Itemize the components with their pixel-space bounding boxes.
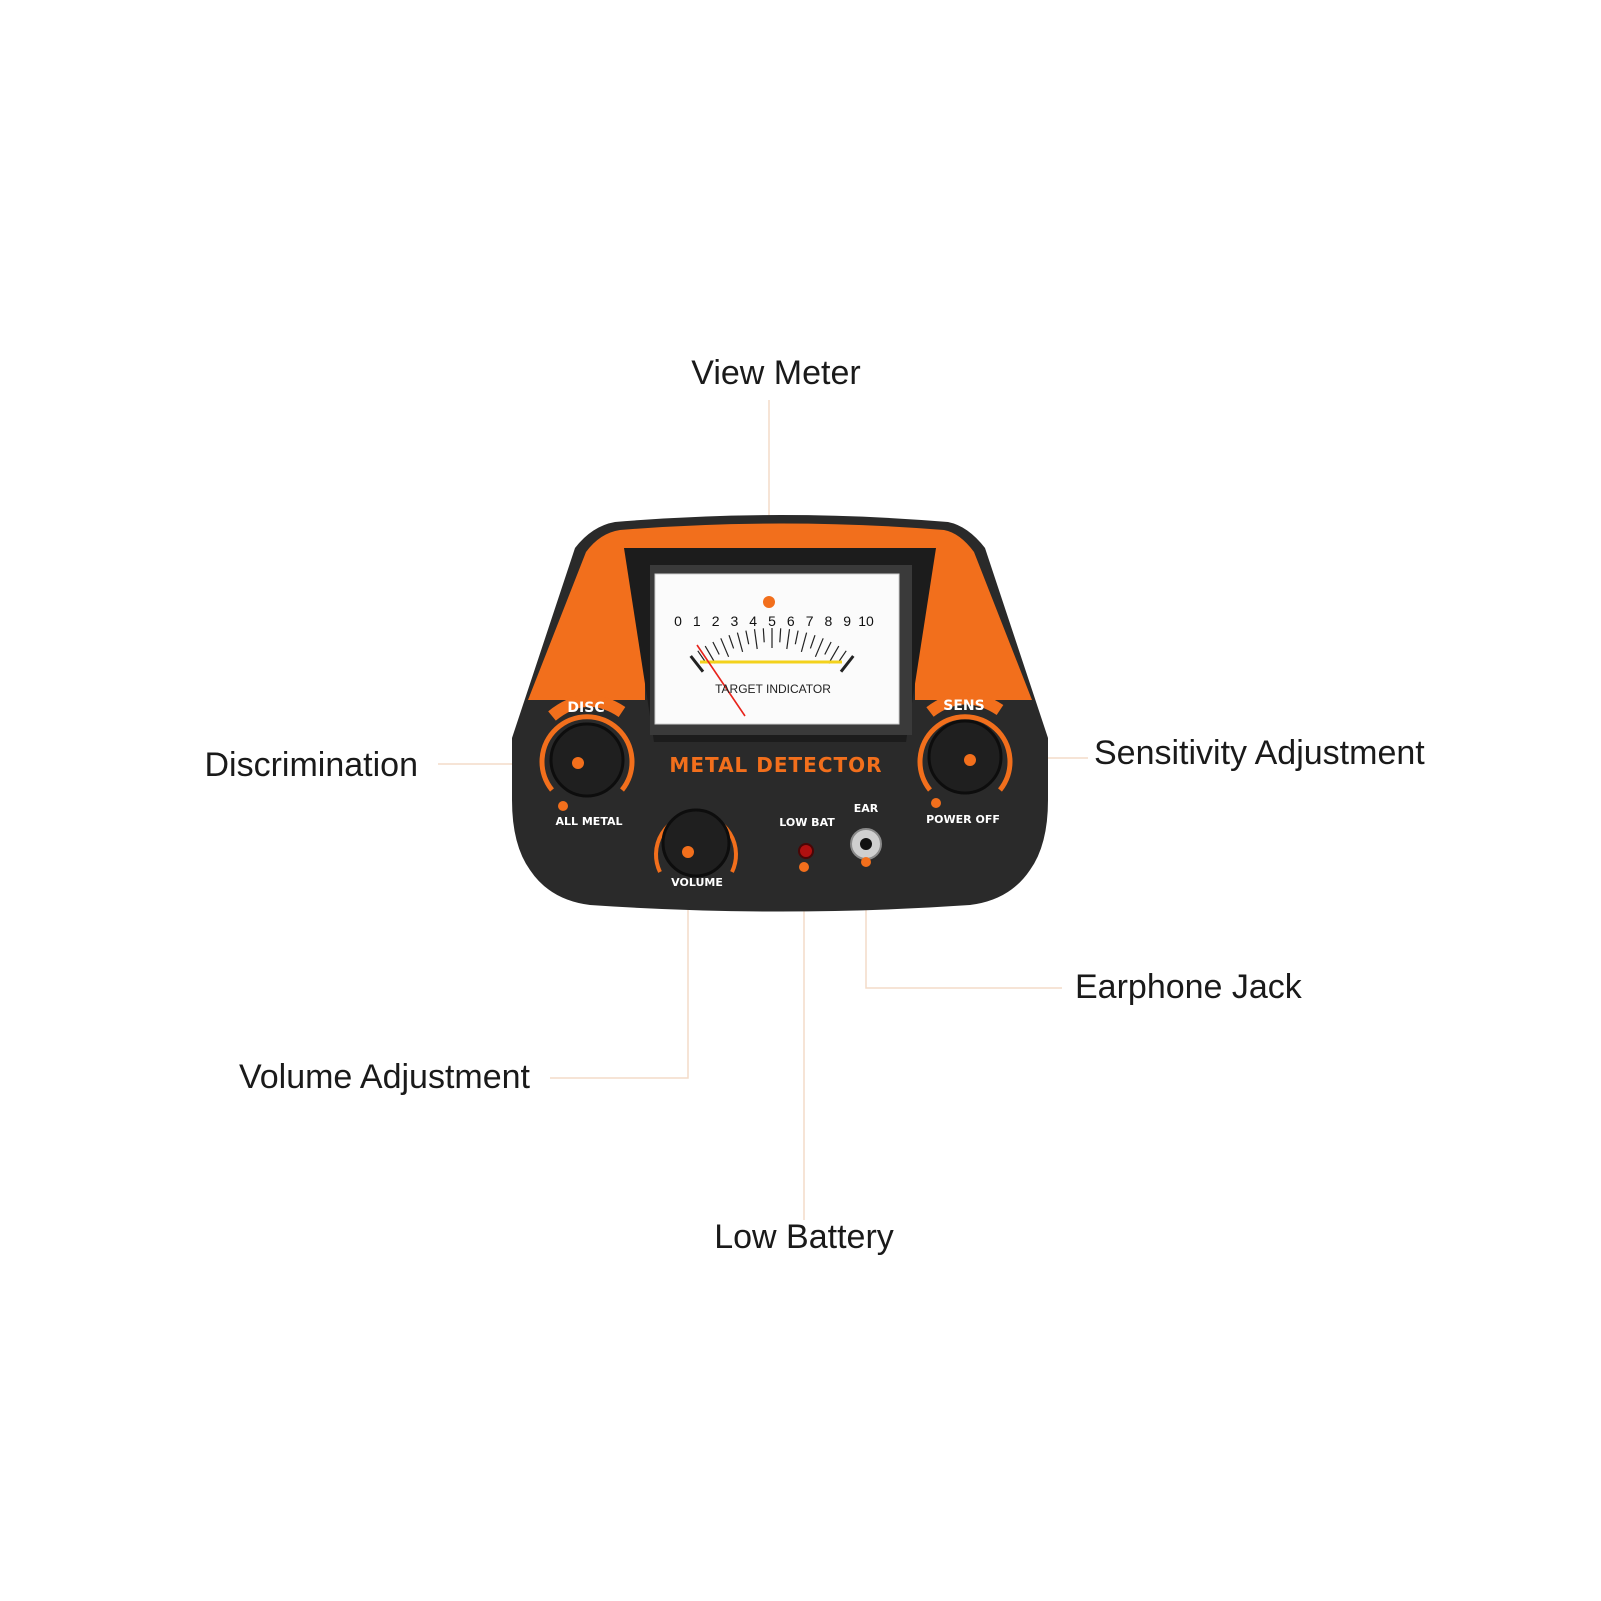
power-off-dot bbox=[931, 798, 941, 808]
meter-tick bbox=[753, 629, 758, 650]
earphone-jack-group[interactable]: EAR bbox=[850, 802, 882, 867]
callout-view-meter: View Meter bbox=[691, 354, 860, 392]
discrimination-knob-group[interactable]: DISC ALL METAL bbox=[539, 695, 635, 828]
callout-discrimination: Discrimination bbox=[205, 746, 419, 784]
meter-tick bbox=[779, 628, 782, 643]
earphone-jack-hole bbox=[860, 838, 872, 850]
meter-tick bbox=[728, 635, 735, 649]
meter-tick bbox=[745, 630, 750, 645]
meter-tick bbox=[786, 629, 791, 650]
low-battery-led bbox=[798, 843, 814, 859]
meter-scale-number: 7 bbox=[806, 613, 814, 629]
meter-tick bbox=[824, 641, 832, 655]
low-battery-indicator: LOW BAT bbox=[779, 816, 835, 872]
meter-top-dot bbox=[763, 596, 775, 608]
discrimination-knob[interactable] bbox=[549, 722, 625, 798]
disc-label: DISC bbox=[567, 700, 604, 716]
meter-tick bbox=[809, 635, 816, 649]
disc-scale-arc bbox=[539, 714, 635, 792]
meter-tick bbox=[837, 650, 847, 663]
callout-labels: View Meter Discrimination Sensitivity Ad… bbox=[205, 354, 1426, 1256]
disc-knob-indicator bbox=[572, 757, 584, 769]
callout-low-battery: Low Battery bbox=[714, 1218, 894, 1256]
sensitivity-knob-group[interactable]: SENS POWER OFF bbox=[917, 692, 1013, 826]
device-title: METAL DETECTOR bbox=[669, 753, 882, 777]
meter-tick bbox=[697, 650, 707, 663]
volume-label: VOLUME bbox=[671, 876, 723, 889]
meter-scale-number: 2 bbox=[712, 613, 720, 629]
sens-label: SENS bbox=[943, 698, 984, 714]
meter-scale-number: 6 bbox=[787, 613, 795, 629]
meter-face bbox=[654, 573, 900, 725]
meter-scale-number: 9 bbox=[843, 613, 851, 629]
volume-knob-indicator bbox=[682, 846, 694, 858]
all-metal-label: ALL METAL bbox=[556, 815, 623, 828]
callout-sensitivity: Sensitivity Adjustment bbox=[1094, 734, 1425, 772]
meter-tick bbox=[736, 632, 744, 653]
volume-knob[interactable] bbox=[661, 808, 731, 878]
ear-dot bbox=[861, 857, 871, 867]
meter-scale-number: 10 bbox=[858, 613, 874, 629]
low-bat-dot bbox=[799, 862, 809, 872]
meter-scale-number: 5 bbox=[768, 613, 776, 629]
meter-scale-number: 3 bbox=[731, 613, 739, 629]
meter-tick bbox=[712, 641, 720, 655]
leader-line-volume bbox=[550, 870, 689, 1079]
sens-label-arc bbox=[926, 692, 1004, 717]
meter-scale-number: 1 bbox=[693, 613, 701, 629]
power-off-label: POWER OFF bbox=[926, 813, 1000, 826]
meter-tick bbox=[720, 638, 730, 658]
meter-caption: TARGET INDICATOR bbox=[715, 682, 831, 696]
meter-tick bbox=[839, 655, 855, 673]
disc-label-arc bbox=[548, 695, 626, 721]
sens-knob-indicator bbox=[964, 754, 976, 766]
meter-tick bbox=[800, 632, 808, 653]
meter-tick bbox=[794, 630, 799, 645]
meter-scale-number: 0 bbox=[674, 613, 682, 629]
meter-ticks bbox=[689, 628, 855, 673]
sens-scale-arc bbox=[917, 714, 1013, 792]
meter-tick bbox=[689, 655, 705, 673]
meter-tick bbox=[814, 638, 824, 658]
orange-top-panel bbox=[528, 523, 1032, 700]
meter-scale-number: 4 bbox=[749, 613, 757, 629]
callout-volume: Volume Adjustment bbox=[239, 1058, 531, 1096]
ear-label: EAR bbox=[854, 802, 879, 815]
meter-tick bbox=[762, 628, 765, 643]
all-metal-dot bbox=[558, 801, 568, 811]
meter-needle bbox=[696, 644, 746, 717]
callout-earphone: Earphone Jack bbox=[1075, 968, 1303, 1006]
volume-knob-group[interactable]: VOLUME bbox=[654, 808, 738, 889]
meter-scale-number: 8 bbox=[825, 613, 833, 629]
low-bat-label: LOW BAT bbox=[779, 816, 835, 829]
